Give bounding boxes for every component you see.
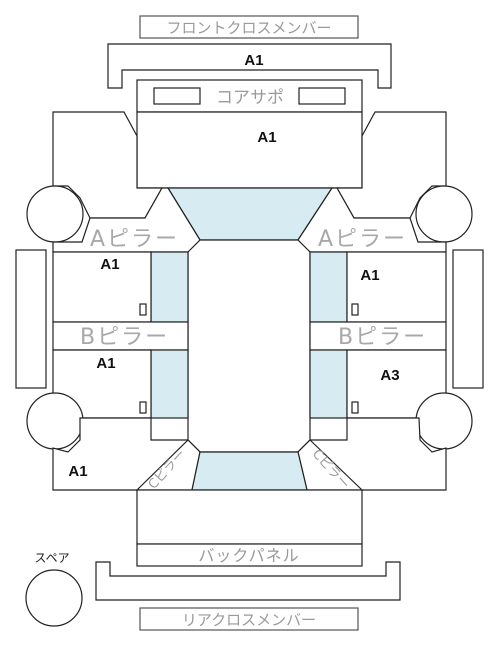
front-member-grade: A1 <box>244 52 263 69</box>
left-front-door-grade: A1 <box>100 256 119 273</box>
hood-panel <box>136 111 363 189</box>
left-front-window <box>150 251 189 323</box>
left-rear-quarter-grade: A1 <box>68 463 87 480</box>
rear-bumper-bracket <box>95 561 401 601</box>
right-a-pillar-label: Aピラー <box>318 227 407 252</box>
left-b-pillar-label: Bピラー <box>80 325 169 350</box>
front-member-bracket <box>107 43 392 89</box>
rear-cross-member-label: リアクロスメンバー <box>182 611 316 629</box>
left-rear-window <box>150 349 189 419</box>
right-side-sill <box>452 249 484 389</box>
left-a-pillar-label: Aピラー <box>90 227 179 252</box>
hood-grade: A1 <box>257 129 276 146</box>
left-rear-door-handle <box>139 401 147 414</box>
right-front-door <box>346 251 447 323</box>
front-cross-member-label: フロントクロスメンバー <box>166 19 331 37</box>
right-rear-door-grade: A3 <box>380 367 399 384</box>
rear-window <box>191 451 308 491</box>
spare-label: スペア <box>34 551 69 565</box>
core-support-label: コアサポ <box>216 88 284 108</box>
rear-left-tire <box>26 392 84 450</box>
front-right-tire <box>415 185 473 243</box>
spare-tire <box>25 569 83 627</box>
left-front-door-handle <box>139 303 147 316</box>
rear-right-tire <box>415 392 473 450</box>
core-support-left-slot <box>153 87 201 105</box>
roof-panel <box>187 239 311 453</box>
right-rear-window <box>309 349 348 419</box>
right-b-pillar-label: Bピラー <box>338 325 427 350</box>
back-panel <box>136 543 363 567</box>
back-panel-label: バックパネル <box>198 546 299 565</box>
right-front-door-handle <box>351 303 359 316</box>
core-support-right-slot <box>298 87 346 105</box>
left-b-pillar <box>52 321 189 351</box>
right-rear-door-handle <box>351 401 359 414</box>
front-left-tire <box>26 185 84 243</box>
front-cross-member-box <box>139 15 359 39</box>
left-rear-door-grade: A1 <box>96 355 115 372</box>
trunk-lid <box>136 489 363 545</box>
right-b-pillar <box>309 321 447 351</box>
rear-cross-member-box <box>139 607 359 631</box>
left-side-sill <box>15 249 47 389</box>
right-front-window <box>309 251 348 323</box>
left-front-door <box>52 251 152 323</box>
right-front-door-grade: A1 <box>360 267 379 284</box>
